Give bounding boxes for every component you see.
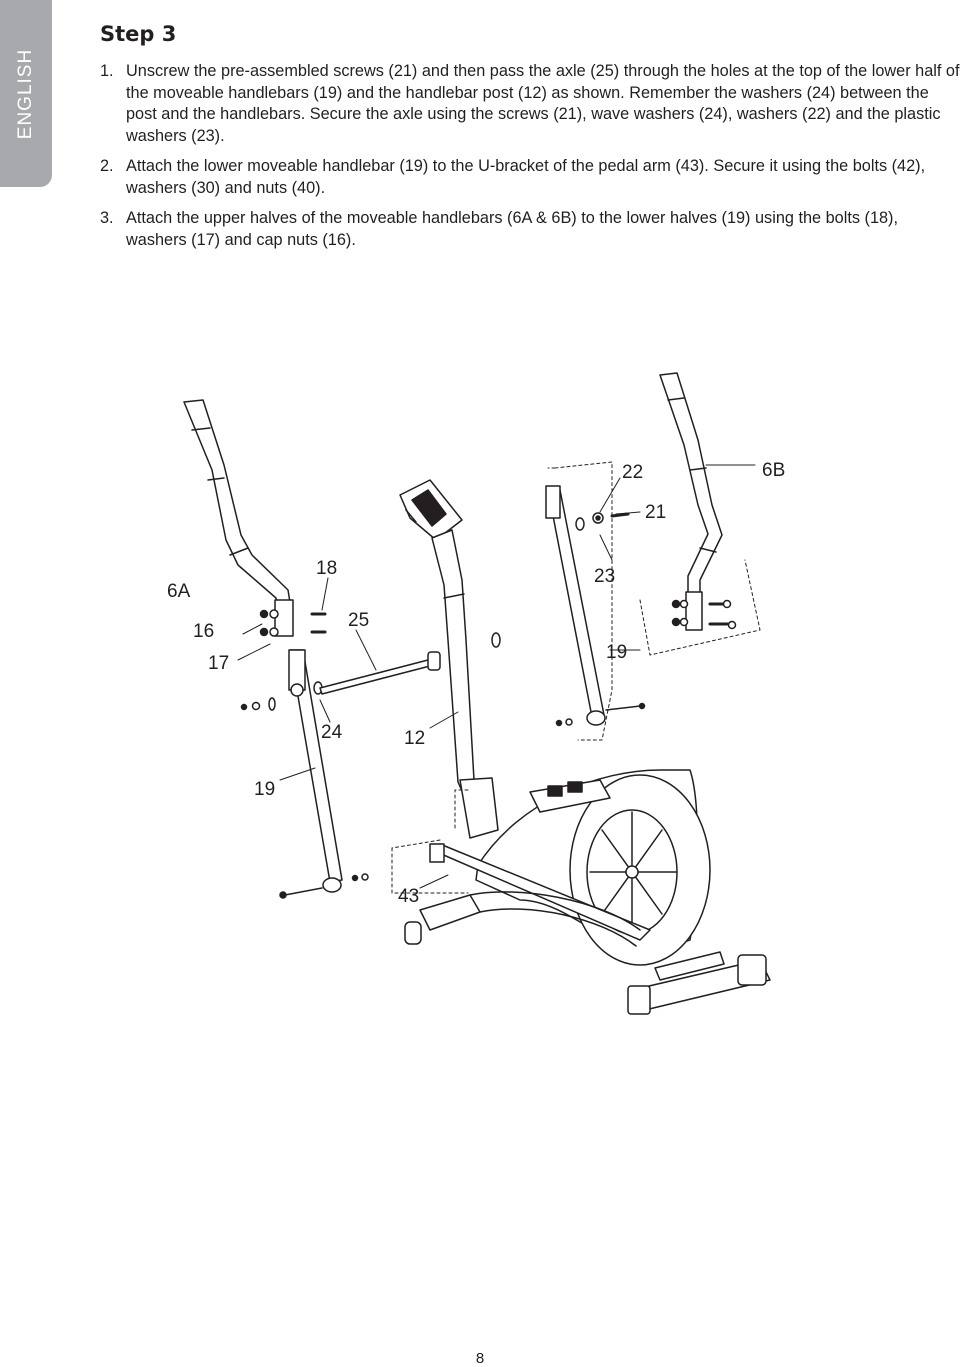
instruction-text: Attach the lower moveable handlebar (19)… <box>126 157 926 197</box>
instruction-number: 2. <box>100 157 114 175</box>
label-43: 43 <box>398 886 419 907</box>
page-number: 8 <box>475 1350 485 1367</box>
label-25: 25 <box>348 610 369 631</box>
instruction-item: 1. Unscrew the pre-assembled screws (21)… <box>100 61 960 147</box>
elliptical-base <box>404 769 771 1015</box>
label-22: 22 <box>622 462 643 483</box>
instruction-item: 3. Attach the upper halves of the moveab… <box>100 208 960 251</box>
right-lower-handlebar <box>545 485 646 727</box>
instruction-text: Attach the upper halves of the moveable … <box>126 209 898 249</box>
console <box>399 479 463 541</box>
left-hardware <box>240 609 369 882</box>
left-lower-handlebar <box>279 649 343 899</box>
callout-labels: 22 6B 21 18 6A 23 16 25 17 19 24 12 19 4… <box>167 460 785 907</box>
label-19-left: 19 <box>254 779 275 800</box>
handlebar-post <box>431 529 499 839</box>
label-17: 17 <box>208 653 229 674</box>
label-6A: 6A <box>167 581 191 602</box>
instruction-list: 1. Unscrew the pre-assembled screws (21)… <box>100 61 960 260</box>
step-title: Step 3 <box>100 22 177 46</box>
label-16: 16 <box>193 621 214 642</box>
label-24: 24 <box>321 722 343 743</box>
instruction-number: 1. <box>100 62 114 80</box>
axle <box>319 632 501 695</box>
leader-lines <box>237 464 756 889</box>
right-top-hardware <box>575 512 630 531</box>
label-12: 12 <box>404 728 425 749</box>
instruction-number: 3. <box>100 209 114 227</box>
assembly-diagram: 22 6B 21 18 6A 23 16 25 17 19 24 12 19 4… <box>167 372 785 1015</box>
instruction-text: Unscrew the pre-assembled screws (21) an… <box>126 62 960 145</box>
language-tab: ENGLISH <box>0 0 52 187</box>
detail-boxes <box>391 461 761 894</box>
label-23: 23 <box>594 566 615 587</box>
left-upper-handlebar <box>183 399 294 637</box>
label-6B: 6B <box>762 460 785 481</box>
label-19-right: 19 <box>606 642 627 663</box>
language-tab-label: ENGLISH <box>15 48 36 139</box>
label-18: 18 <box>316 558 337 579</box>
instruction-item: 2. Attach the lower moveable handlebar (… <box>100 156 960 199</box>
label-21: 21 <box>645 502 666 523</box>
right-upper-handlebar <box>659 372 737 631</box>
